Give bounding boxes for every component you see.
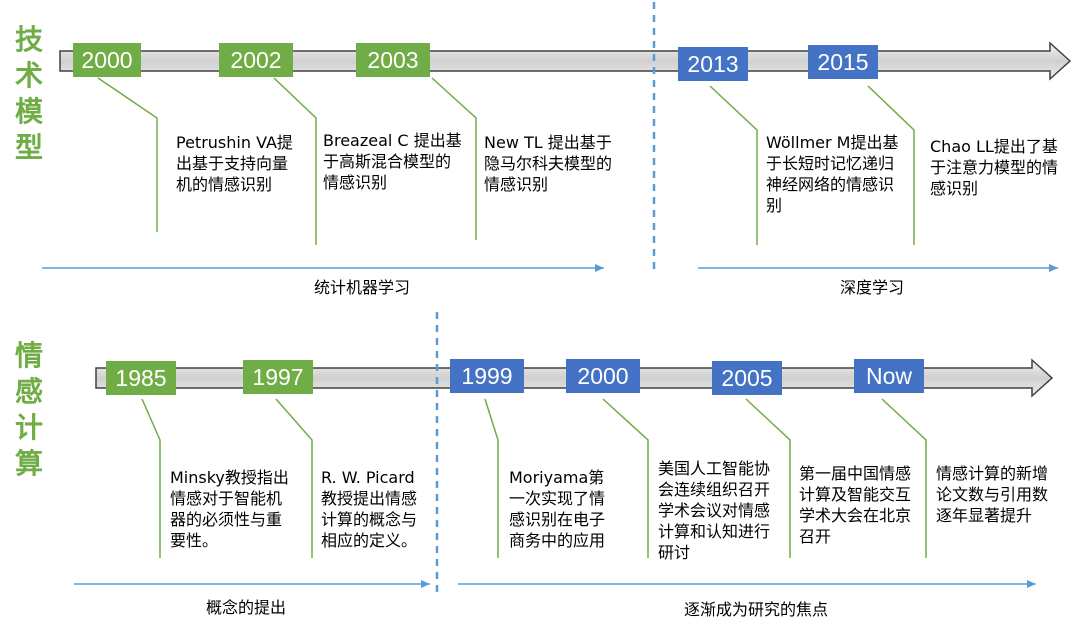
phase-label-deep: 深度学习 <box>839 278 904 297</box>
event-desc: New TL 提出基于隐马尔科夫模型的情感识别 <box>484 133 613 194</box>
connector-line <box>431 77 477 240</box>
connector-line <box>484 398 499 558</box>
phase-label-focus: 逐渐成为研究的焦点 <box>683 600 828 619</box>
phase-label-statistical: 统计机器学习 <box>313 278 410 297</box>
connector-line <box>141 398 161 558</box>
connector-line <box>867 85 915 245</box>
connector-line <box>602 398 649 558</box>
year-box-1997: 1997 <box>243 360 313 394</box>
event-desc: Petrushin VA提出基于支持向量机的情感识别 <box>176 133 293 194</box>
connector-line <box>97 77 158 232</box>
event-desc: Chao LL提出了基于注意力模型的情感识别 <box>930 137 1059 198</box>
connectors-top <box>97 77 915 245</box>
connector-line <box>273 77 317 245</box>
connector-line <box>745 398 791 558</box>
year-box-2013: 2013 <box>678 47 748 81</box>
year-box-2005: 2005 <box>712 361 782 395</box>
section-title-technology: 技术模型 <box>14 23 43 164</box>
event-desc: 情感计算的新增论文数与引用数逐年显著提升 <box>936 464 1049 525</box>
event-desc: Breazeal C 提出基于高斯混合模型的情感识别 <box>323 131 462 192</box>
phase-label-concept: 概念的提出 <box>205 598 286 617</box>
year-box-1999: 1999 <box>450 359 524 393</box>
year-box-2015: 2015 <box>808 45 878 79</box>
year-box-2003: 2003 <box>356 43 430 77</box>
event-desc: Wöllmer M提出基于长短时记忆递归神经网络的情感识别 <box>766 133 899 215</box>
year-box-1985: 1985 <box>106 361 176 395</box>
connector-line <box>275 398 313 558</box>
year-box-2002: 2002 <box>219 43 293 77</box>
event-desc: 第一届中国情感计算及智能交互学术大会在北京召开 <box>799 464 912 546</box>
event-desc: Minsky教授指出情感对于智能机器的必须性与重要性。 <box>170 468 289 550</box>
section-title-affective: 情感计算 <box>14 339 43 480</box>
year-box-now: Now <box>854 359 924 393</box>
timeline-bar-top <box>59 41 1072 81</box>
connector-line <box>709 85 758 245</box>
connector-line <box>881 398 927 558</box>
year-box-2000-bottom: 2000 <box>566 359 640 393</box>
event-desc: R. W. Picard教授提出情感计算的概念与相应的定义。 <box>321 468 418 550</box>
year-box-2000-top: 2000 <box>73 43 141 77</box>
event-desc: Moriyama第一次实现了情感识别在电子商务中的应用 <box>509 468 606 550</box>
event-desc: 美国人工智能协会连续组织召开学术会议对情感计算和认知进行研讨 <box>658 459 771 562</box>
connectors-bottom <box>141 398 927 558</box>
